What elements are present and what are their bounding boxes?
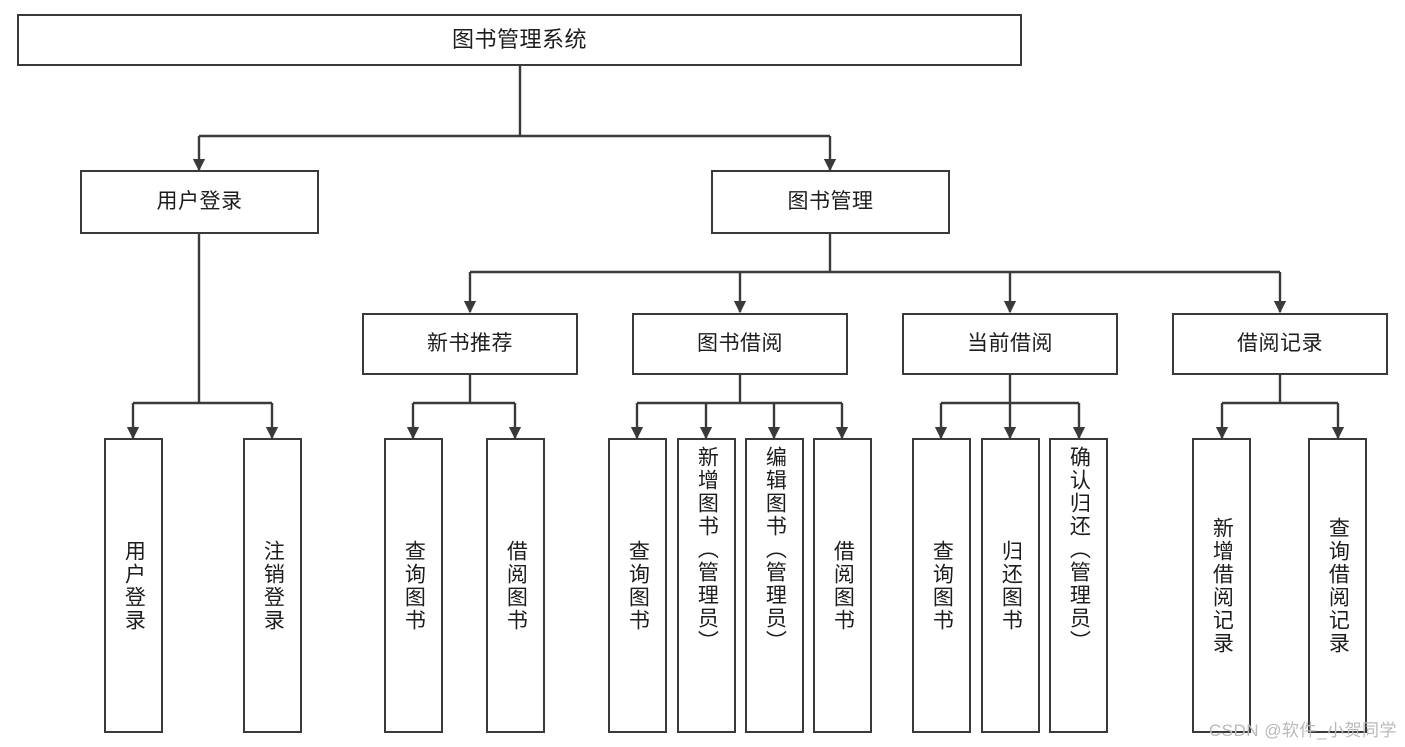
leaf-record-query-record[interactable]: 查询借阅记录 — [1308, 438, 1367, 733]
node-current-borrow[interactable]: 当前借阅 — [902, 313, 1118, 375]
leaf-borrow-borrow-book[interactable]: 借阅图书 — [813, 438, 872, 733]
node-label: 查询借阅记录 — [1326, 516, 1350, 655]
node-label: 图书管理系统 — [451, 27, 587, 53]
leaf-current-query-book[interactable]: 查询图书 — [912, 438, 971, 733]
leaf-user-login[interactable]: 用户登录 — [104, 438, 163, 733]
node-new-book-recommend[interactable]: 新书推荐 — [362, 313, 578, 375]
leaf-user-logout[interactable]: 注销登录 — [243, 438, 302, 733]
node-label: 当前借阅 — [967, 331, 1053, 355]
node-label: 借阅图书 — [504, 539, 528, 632]
node-label: 编辑图书（管理员） — [763, 446, 787, 653]
node-label: 注销登录 — [261, 539, 285, 632]
leaf-newbook-query-book[interactable]: 查询图书 — [384, 438, 443, 733]
node-book-management[interactable]: 图书管理 — [711, 170, 950, 234]
node-label: 确认归还（管理员） — [1067, 446, 1091, 653]
leaf-borrow-edit-book-admin[interactable]: 编辑图书（管理员） — [745, 438, 804, 733]
leaf-current-confirm-return-admin[interactable]: 确认归还（管理员） — [1049, 438, 1108, 733]
leaf-borrow-add-book-admin[interactable]: 新增图书（管理员） — [677, 438, 736, 733]
node-book-borrow[interactable]: 图书借阅 — [632, 313, 848, 375]
node-label: 图书管理 — [787, 189, 874, 213]
node-label: 借阅记录 — [1237, 331, 1323, 355]
node-label: 归还图书 — [999, 539, 1023, 632]
node-root-system[interactable]: 图书管理系统 — [17, 14, 1022, 66]
csdn-watermark: CSDN @软件_小贺同学 — [1208, 721, 1397, 740]
node-label: 新书推荐 — [427, 331, 513, 355]
node-label: 查询图书 — [402, 539, 426, 632]
node-borrow-record[interactable]: 借阅记录 — [1172, 313, 1388, 375]
leaf-current-return-book[interactable]: 归还图书 — [981, 438, 1040, 733]
node-label: 查询图书 — [930, 539, 954, 632]
node-label: 借阅图书 — [831, 539, 855, 632]
leaf-borrow-query-book[interactable]: 查询图书 — [608, 438, 667, 733]
leaf-newbook-borrow-book[interactable]: 借阅图书 — [486, 438, 545, 733]
node-label: 用户登录 — [156, 189, 243, 213]
node-user-login[interactable]: 用户登录 — [80, 170, 319, 234]
node-label: 新增借阅记录 — [1210, 516, 1234, 655]
node-label: 新增图书（管理员） — [695, 446, 719, 653]
node-label: 图书借阅 — [697, 331, 783, 355]
node-label: 查询图书 — [626, 539, 650, 632]
node-label: 用户登录 — [122, 539, 146, 632]
leaf-record-add-record[interactable]: 新增借阅记录 — [1192, 438, 1251, 733]
